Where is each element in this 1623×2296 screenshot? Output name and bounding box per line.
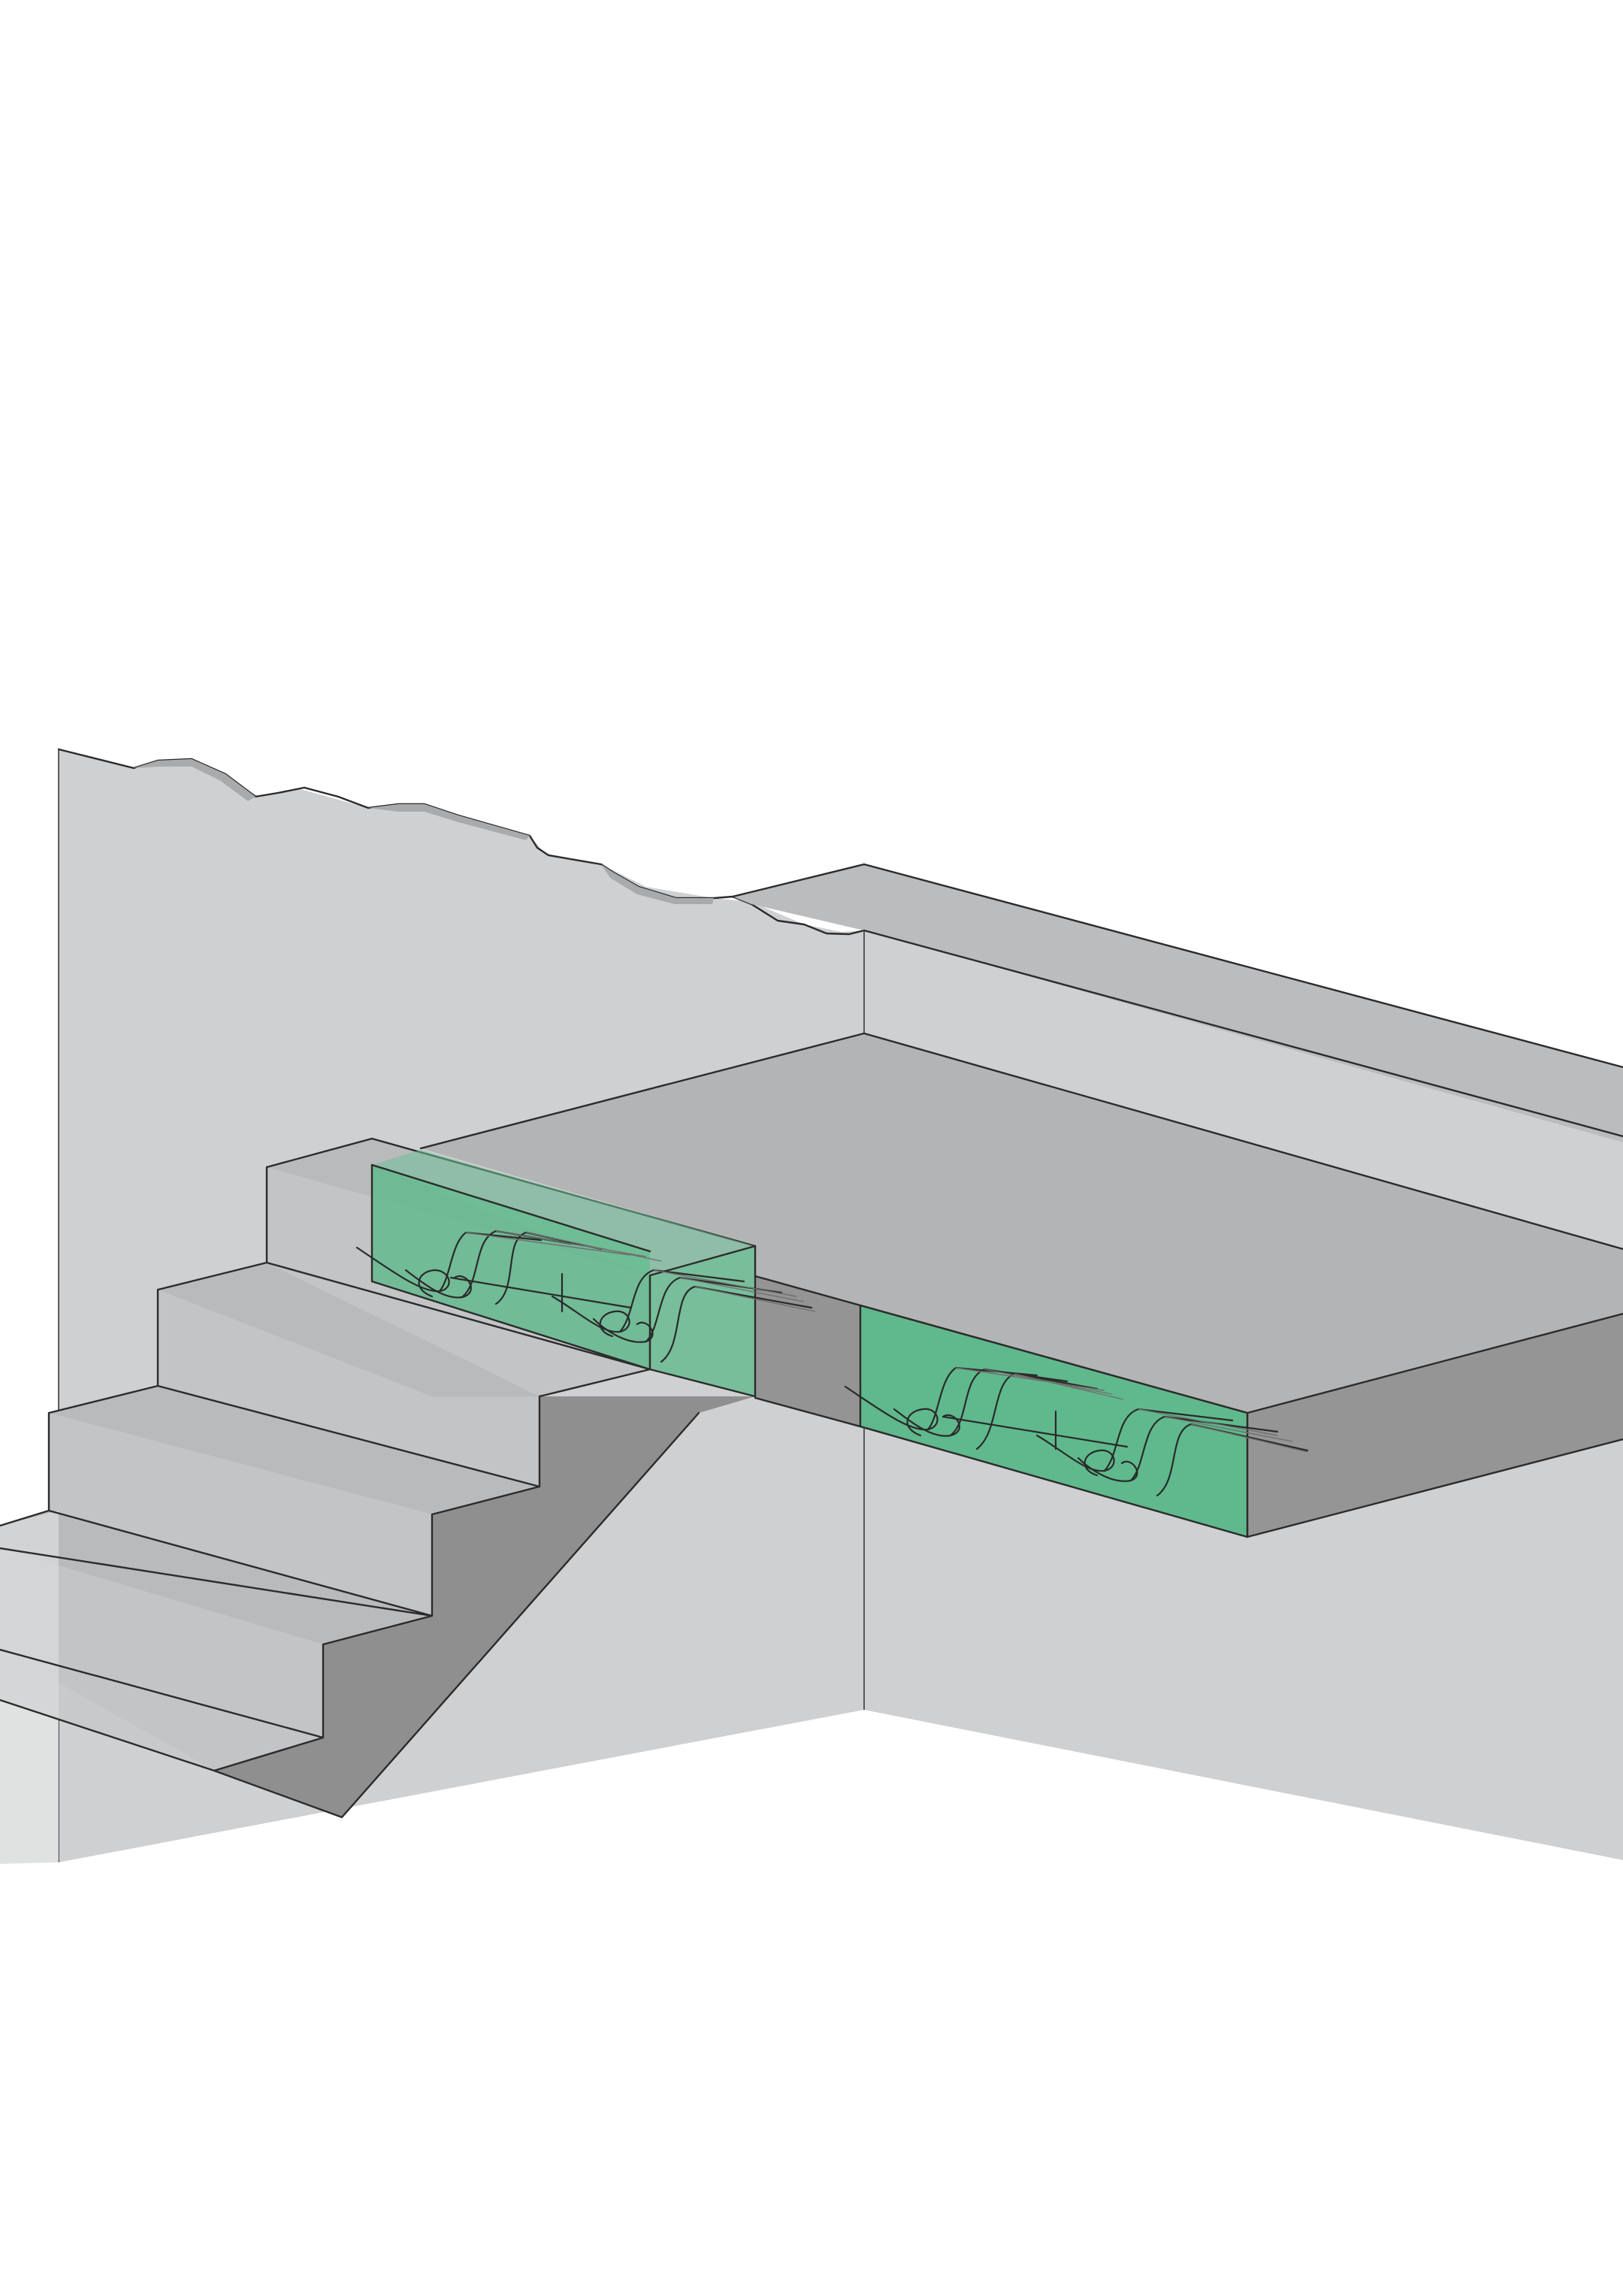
stair-connector-top: [372, 1150, 755, 1275]
stair-connector-edges: [370, 1163, 757, 1398]
rebar-hooks-slab: [844, 1366, 1309, 1497]
rebar-hooks-stair: [355, 1230, 816, 1363]
step-2-riser: [158, 1290, 539, 1514]
back-wall-break-shadow-3: [601, 864, 714, 904]
back-wall-break-shadow: [134, 759, 255, 801]
floor-slab-edges: [419, 1032, 1623, 1538]
stair-left-fade: [0, 1511, 59, 1864]
floor-slab-right-side: [1247, 1314, 1623, 1537]
side-wall-top: [733, 864, 1623, 1142]
side-wall-top-edges: [731, 863, 1623, 1069]
slab-connector-front: [860, 1305, 1247, 1537]
side-wall-inner-edge: [863, 929, 1623, 1138]
step-3-riser: [49, 1413, 432, 1644]
floor-slab-front-bottom: [754, 1396, 862, 1428]
step-2-tread: [158, 1263, 539, 1424]
slab-connector-edges: [859, 1304, 1249, 1538]
floor-slab-top: [421, 1033, 1623, 1413]
slab-connector: [859, 1304, 1249, 1538]
step-4-tread: [0, 1511, 432, 1644]
back-wall-break-shadow-2: [368, 804, 530, 840]
step-3-tread: [49, 1386, 539, 1514]
